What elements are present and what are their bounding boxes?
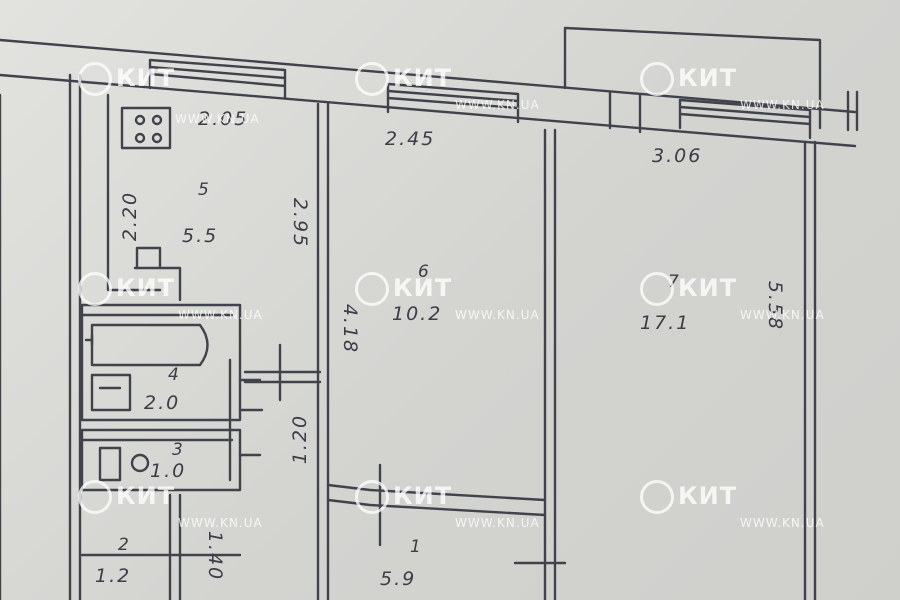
window-kitchen [148,58,287,100]
kit-logo-icon [78,480,112,514]
watermark-site: WWW.KN.UA [740,308,825,322]
kit-logo-icon [640,62,674,96]
room6-wall-right [543,128,557,600]
dim-hall-side: 1.40 [204,530,227,582]
watermark-brand: КИТ [678,274,738,302]
dim-kitchen-side: 2.95 [289,197,312,249]
watermark-site: WWW.KN.UA [455,308,540,322]
kit-logo-icon [640,480,674,514]
watermark-brand: КИТ [116,274,176,302]
room7-wall-right [803,140,817,600]
window-room7 [678,98,812,140]
dim-room6-width: 2.45 [385,128,436,150]
kit-logo-icon [640,272,674,306]
watermark-site: WWW.KN.UA [455,98,540,112]
room-2-number: 2 [118,535,131,555]
kit-logo-icon [355,62,389,96]
balcony [563,26,822,130]
room-7-number: 7 [668,272,681,292]
bathroom-block [80,303,242,422]
room-5-area: 5.5 [182,225,219,247]
kitchen-sink [135,246,162,270]
room-2-area: 1.2 [95,565,132,587]
room-5-number: 5 [198,180,211,200]
room-1-area: 5.9 [380,568,417,590]
watermark-brand: КИТ [678,482,738,510]
outer-wall-left [68,73,82,600]
watermark-site: WWW.KN.UA [175,112,260,126]
outer-wall-top-inner [0,73,857,148]
dim-room7-width: 3.06 [652,145,703,167]
watermark-brand: КИТ [678,64,738,92]
dim-kitchen-depth: 2.20 [119,190,142,242]
watermark-brand: КИТ [393,64,453,92]
room-4-number: 4 [168,365,181,385]
watermark-site: WWW.KN.UA [740,98,825,112]
watermark-brand: КИТ [393,482,453,510]
room-6-number: 6 [418,262,431,282]
watermark-site: WWW.KN.UA [178,308,263,322]
stove [120,106,172,150]
room-7-area: 17.1 [640,312,691,334]
kit-logo-icon [78,62,112,96]
watermark: КИТ [78,62,175,96]
washbasin [90,373,132,412]
watermark-site: WWW.KN.UA [455,516,540,530]
room-3-number: 3 [172,440,185,460]
dim-corridor-side: 1.20 [289,413,312,465]
room-3-area: 1.0 [150,460,187,482]
dim-kitchen-width: 2.05 [198,108,249,130]
room-4-area: 2.0 [144,392,181,414]
watermark-site: WWW.KN.UA [740,516,825,530]
window-room6 [386,82,520,124]
watermark-brand: КИТ [116,482,176,510]
watermark-site: WWW.KN.UA [178,516,263,530]
bathtub [90,323,209,367]
room-6-area: 10.2 [392,303,443,325]
kit-logo-icon [355,272,389,306]
kit-logo-icon [78,272,112,306]
toilet-block [80,428,242,492]
watermark-brand: КИТ [393,274,453,302]
toilet [98,446,122,482]
watermark-brand: КИТ [116,64,176,92]
kitchen-wall-right [316,102,330,600]
outer-wall-top [0,38,857,114]
kit-logo-icon [355,480,389,514]
watermark: WWW.KN.UA [175,110,260,126]
room-1-number: 1 [410,537,423,557]
